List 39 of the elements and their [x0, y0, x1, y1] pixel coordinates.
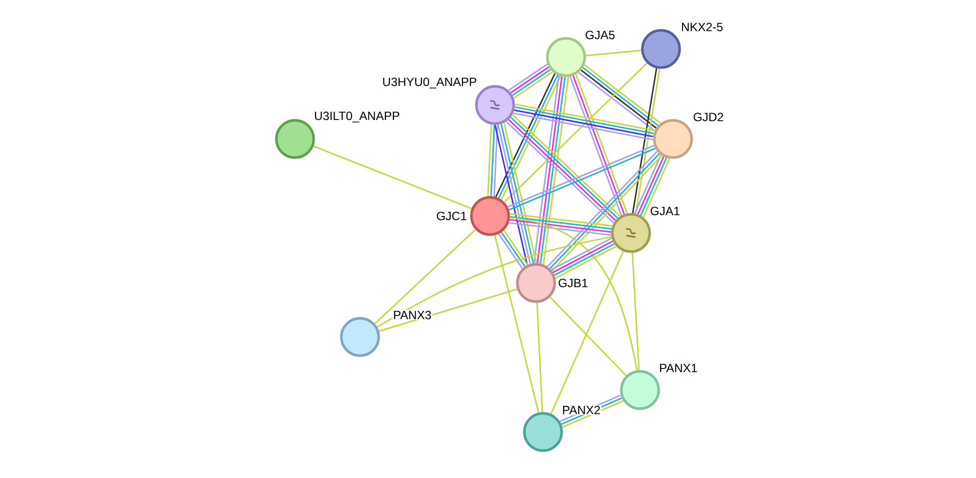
node-label: GJB1 — [557, 278, 589, 288]
protein-node — [653, 119, 693, 159]
node-label: PANX1 — [658, 363, 698, 373]
protein-node — [275, 119, 315, 159]
interaction-line — [509, 219, 612, 233]
interaction-line — [510, 213, 612, 227]
interaction-line — [508, 222, 612, 236]
node-label: PANX3 — [392, 310, 432, 320]
interaction-line — [632, 252, 640, 370]
protein-node — [641, 29, 681, 69]
interaction-line — [376, 236, 612, 328]
interaction-line — [536, 302, 544, 412]
interaction-line — [494, 235, 540, 413]
interaction-line — [586, 50, 642, 56]
interaction-line — [504, 62, 648, 203]
interaction-line — [510, 216, 612, 230]
interaction-line — [374, 229, 476, 324]
node-label: GJD2 — [692, 112, 725, 122]
node-label: NKX2-5 — [680, 22, 724, 32]
protein-node — [340, 317, 380, 357]
protein-node — [470, 196, 510, 236]
node-label: GJC1 — [435, 210, 468, 222]
node-label: PANX2 — [561, 405, 602, 415]
interaction-line — [487, 124, 492, 196]
interaction-line — [550, 251, 624, 414]
node-label: U3ILT0_ANAPP — [313, 110, 401, 124]
protein-node — [516, 263, 556, 303]
interaction-line — [490, 124, 496, 196]
node-label: GJA1 — [649, 206, 681, 216]
protein-node — [546, 37, 586, 77]
interaction-line — [378, 288, 518, 332]
interaction-line — [313, 145, 472, 210]
protein-node — [620, 370, 660, 410]
interaction-line — [550, 296, 627, 376]
interaction-line — [493, 124, 498, 197]
protein-node — [523, 412, 563, 452]
node-label: U3HYU0_ANAPP — [381, 76, 478, 90]
interaction-line — [510, 217, 638, 370]
node-label: GJA5 — [584, 30, 616, 40]
